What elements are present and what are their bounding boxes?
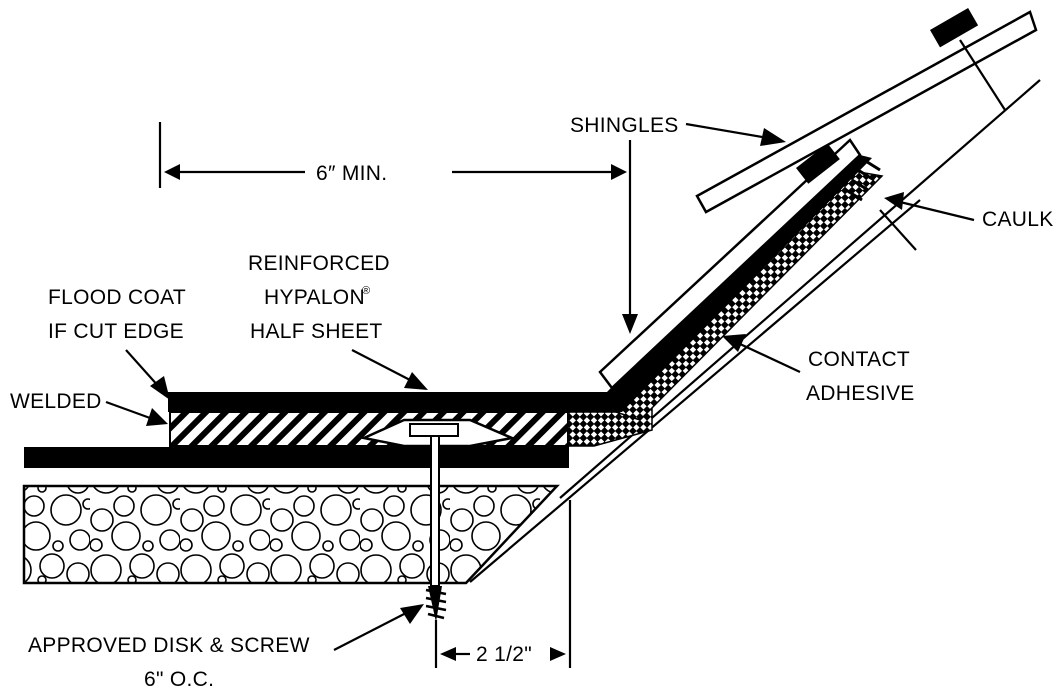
adhesive-label: ADHESIVE [806, 382, 915, 405]
shingles-label: SHINGLES [570, 114, 679, 137]
if-cut-edge-label: IF CUT EDGE [48, 320, 184, 343]
caulk-leader [899, 200, 975, 222]
six-min-label: 6″ MIN. [316, 162, 387, 185]
shingles-arrow [760, 128, 786, 146]
contact-adhesive-leader [739, 343, 801, 373]
shingles-leader [685, 122, 769, 140]
caulk-leader-tick [879, 209, 917, 251]
six-min-drop-arrow [622, 314, 638, 334]
approved-disk-label: APPROVED DISK & SCREW [28, 634, 310, 657]
screw-threads [425, 588, 447, 620]
six-min-arrow-right [611, 164, 627, 180]
disk-hub [409, 423, 459, 437]
six-min-arrow-left [164, 164, 180, 180]
upper-shingle-cap [930, 8, 979, 48]
screw-tip [428, 586, 442, 622]
upper-shingle-tick [959, 39, 1006, 111]
contact-label: CONTACT [808, 348, 910, 371]
caulk-arrow [884, 192, 904, 210]
cant-strip-slope [469, 199, 921, 583]
two-half-arrow-left [440, 647, 456, 661]
caulk-label: CAULK [982, 208, 1054, 231]
welded-arrow [146, 408, 168, 426]
lower-shingle-cap [796, 143, 840, 184]
insulation-board [22, 484, 560, 585]
upper-shingle [695, 10, 1038, 214]
welded-label: WELDED [10, 390, 102, 413]
approved-disk-leader [333, 611, 409, 651]
base-membrane [24, 447, 569, 468]
registered-mark: ® [362, 285, 370, 297]
flood-coat-arrow [150, 376, 170, 400]
hypalon-half-sheet [168, 150, 872, 412]
flood-coat-label: FLOOD COAT [48, 286, 186, 309]
flood-coat-leader [125, 349, 161, 389]
two-half-label: 2 1/2" [476, 643, 532, 666]
lower-shingle [598, 138, 862, 390]
welded-layer [169, 411, 569, 447]
caulk-bead [845, 158, 881, 202]
approved-disk-arrow [400, 604, 424, 624]
two-half-arrow-right [550, 647, 566, 661]
oc-label: 6" O.C. [144, 668, 214, 691]
hypalon-arrow [404, 372, 428, 390]
hypalon-label: HYPALON [264, 286, 365, 309]
contact-adhesive-arrow [722, 334, 746, 352]
hypalon-leader [351, 349, 411, 381]
welded-leader [105, 400, 151, 420]
reinforced-label: REINFORCED [248, 252, 390, 275]
screw-shank [430, 435, 440, 587]
half-sheet-label: HALF SHEET [250, 320, 383, 343]
